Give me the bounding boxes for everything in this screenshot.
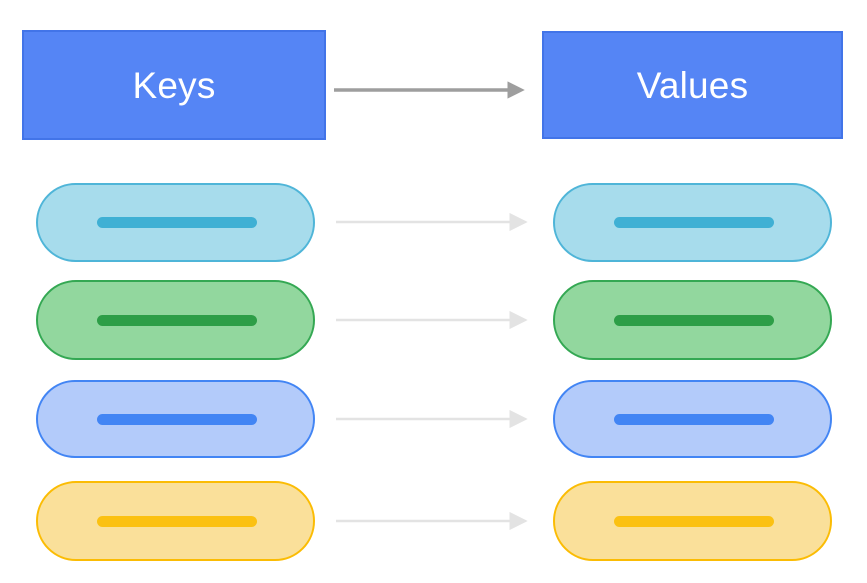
value-pill-bar-blue	[614, 413, 774, 425]
key-pill-bar-green	[97, 314, 257, 326]
values-header-label: Values	[636, 64, 749, 106]
key-pill-row-cyan[interactable]	[36, 183, 315, 262]
value-pill-row-cyan[interactable]	[553, 183, 832, 262]
key-pill-row-green[interactable]	[36, 280, 315, 360]
key-pill-row-blue[interactable]	[36, 380, 315, 458]
keys-header-box[interactable]: Keys	[22, 30, 326, 140]
value-pill-bar-yellow	[614, 515, 774, 527]
value-pill-row-blue[interactable]	[553, 380, 832, 458]
value-pill-row-green[interactable]	[553, 280, 832, 360]
key-pill-row-yellow[interactable]	[36, 481, 315, 561]
value-pill-bar-cyan	[614, 217, 774, 228]
key-pill-bar-blue	[97, 413, 257, 425]
value-pill-bar-green	[614, 314, 774, 326]
values-header-box[interactable]: Values	[542, 31, 843, 139]
key-pill-bar-cyan	[97, 217, 257, 228]
value-pill-row-yellow[interactable]	[553, 481, 832, 561]
keys-header-label: Keys	[132, 64, 216, 106]
key-pill-bar-yellow	[97, 515, 257, 527]
